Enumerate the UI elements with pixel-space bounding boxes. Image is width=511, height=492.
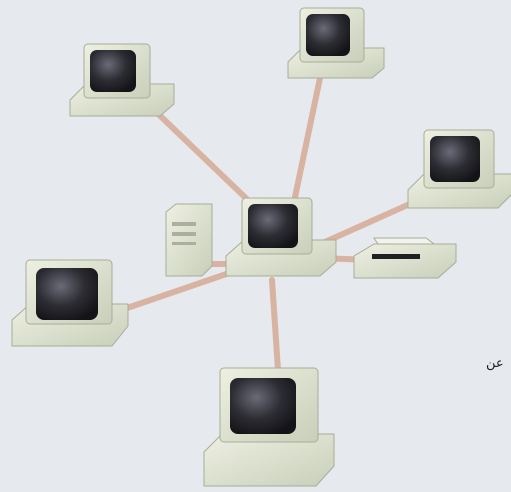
cable-top-left (149, 105, 255, 207)
hub-computer-node (225, 197, 337, 277)
cable-top-right (291, 75, 323, 205)
printer-node (353, 237, 457, 279)
computer-node (69, 43, 175, 117)
computer-node (287, 7, 385, 79)
computer-node (11, 259, 129, 347)
computer-node (203, 367, 335, 487)
cropped-arabic-text: عن (486, 356, 504, 371)
computer-node (407, 129, 511, 209)
tower-case-node (165, 203, 213, 277)
